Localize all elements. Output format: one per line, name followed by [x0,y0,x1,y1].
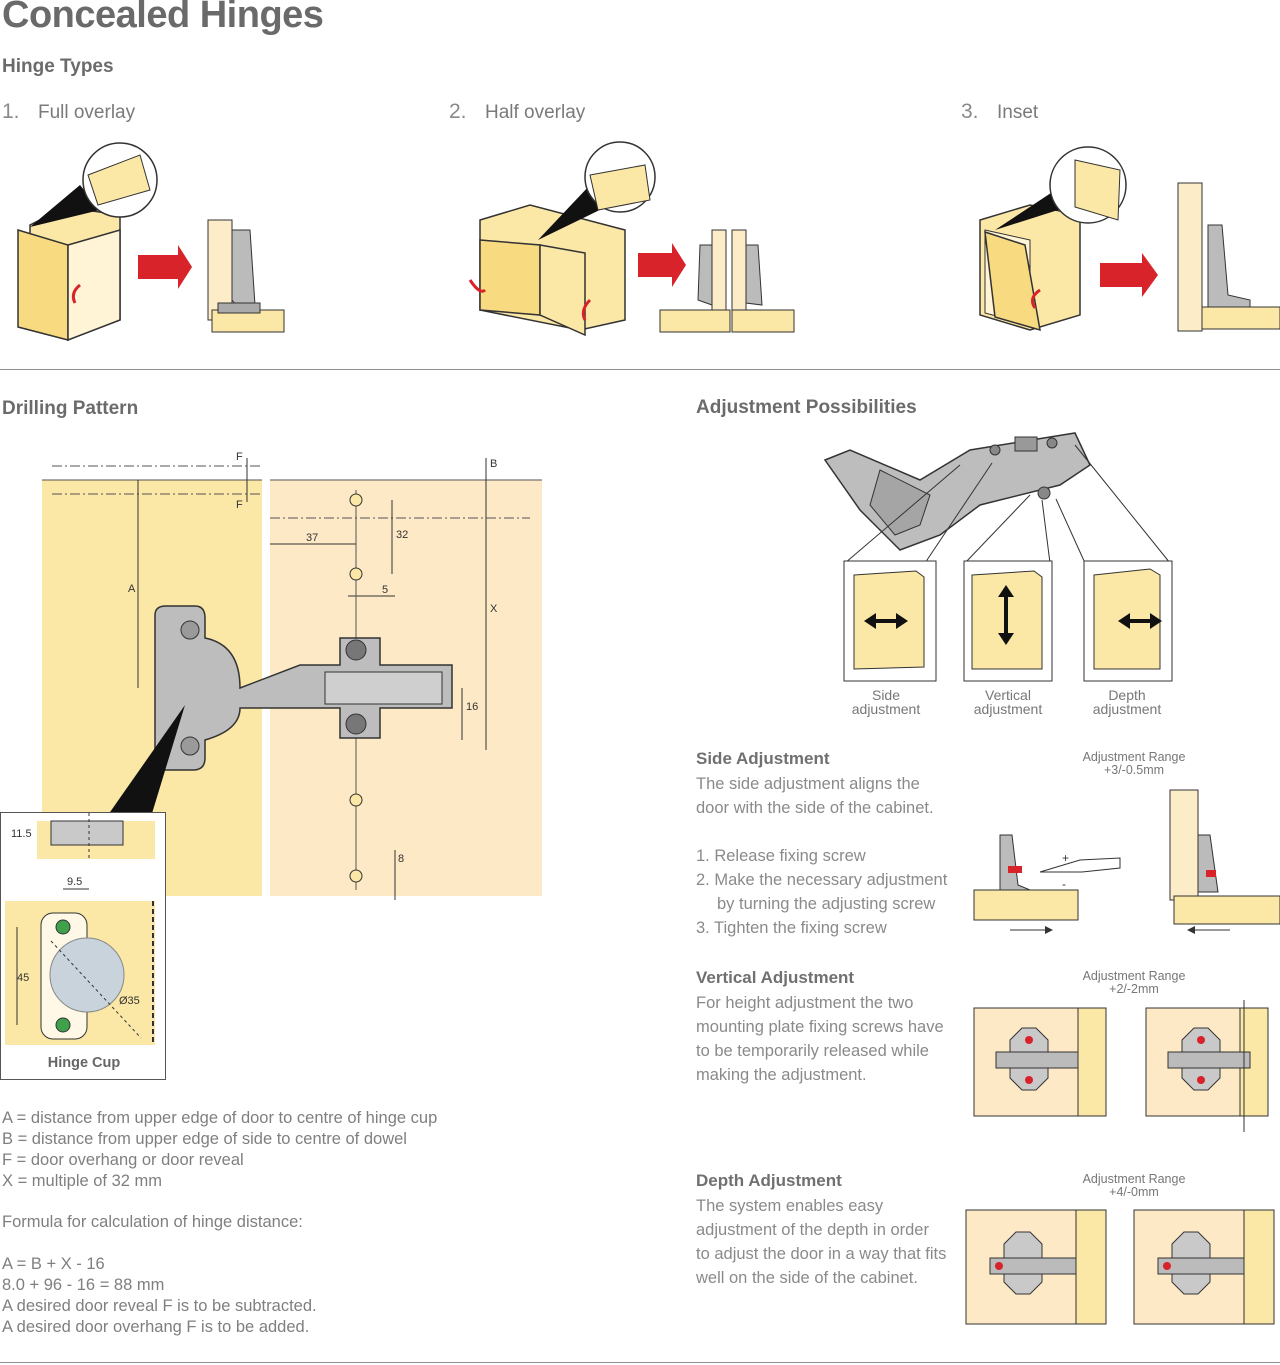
legend-line: F = door overhang or door reveal [2,1151,244,1169]
desc-line: to be temporarily released while [696,1042,929,1060]
side-adjustment-desc: The side adjustment aligns the door with… [696,772,976,820]
desc-line: The system enables easy [696,1197,884,1215]
hinge-type-number: 1. [2,100,20,123]
section-divider [0,369,1280,370]
formula: A = B + X - 16 8.0 + 96 - 16 = 88 mm A d… [2,1254,562,1338]
vertical-adjustment-diagram [973,1000,1269,1132]
step-line: 1. Release fixing screw [696,847,866,865]
desc-line: well on the side of the cabinet. [696,1269,918,1287]
desc-line: adjustment of the depth in order [696,1221,929,1239]
dim-9-5: 9.5 [67,876,82,888]
depth-adjustment-diagram [965,1209,1275,1325]
dim-diameter-35: Ø35 [119,995,140,1007]
legend-line: X = multiple of 32 mm [2,1172,163,1190]
hinge-type-inset: 3. Inset [961,100,1038,124]
step-line: by turning the adjusting screw [717,895,936,913]
desc-line: The side adjustment aligns the [696,775,920,793]
hinge-cup-detail: 11.5 9.5 45 Ø35 Hinge Cup [0,812,166,1080]
formula-line: A = B + X - 16 [2,1255,105,1273]
step-line: 3. Tighten the fixing screw [696,919,887,937]
depth-adjustment-heading: Depth Adjustment [696,1171,842,1190]
drilling-legend: A = distance from upper edge of door to … [2,1108,562,1192]
side-adjustment-steps: 1. Release fixing screw 2. Make the nece… [696,844,976,940]
vertical-adjustment-desc: For height adjustment the two mounting p… [696,991,976,1087]
caption-side: Side adjustment [836,688,936,716]
hinge-types-heading: Hinge Types [2,56,114,77]
screw-plus: + [1062,851,1069,865]
dim-37: 37 [306,532,318,544]
half-overlay-illustration [468,141,795,337]
caption-line: Depth [1108,687,1146,703]
range-label: Adjustment Range [1082,969,1186,983]
dim-a: A [128,583,136,595]
hinge-adjustment-diagram [823,432,1173,682]
bottom-divider [0,1362,1280,1363]
formula-line: 8.0 + 96 - 16 = 88 mm [2,1276,165,1294]
desc-line: to adjust the door in a way that fits [696,1245,947,1263]
step-line: 2. Make the necessary adjustment [696,871,948,889]
full-overlay-illustration [17,142,285,342]
side-adjustment-diagram: + - [973,789,1280,934]
hinge-type-label: Full overlay [37,102,136,123]
desc-line: door with the side of the cabinet. [696,799,934,817]
formula-line: A desired door reveal F is to be subtrac… [2,1297,317,1315]
screw-minus: - [1062,877,1066,891]
hinge-type-label: Inset [996,102,1039,123]
hinge-type-number: 2. [449,100,467,123]
range-label: Adjustment Range [1082,1172,1186,1186]
inset-illustration [979,146,1280,332]
dim-b: B [490,458,497,470]
caption-line: adjustment [1092,701,1162,717]
range-label: Adjustment Range [1082,750,1186,764]
hinge-cup-label: Hinge Cup [47,1055,121,1071]
legend-line: A = distance from upper edge of door to … [2,1109,438,1127]
dim-45: 45 [17,972,29,984]
desc-line: mounting plate fixing screws have [696,1018,944,1036]
dim-11-5: 11.5 [11,828,32,840]
desc-line: For height adjustment the two [696,994,914,1012]
range-value: +2/-2mm [1109,982,1159,996]
page-title: Concealed Hinges [2,0,324,36]
caption-line: adjustment [851,701,921,717]
desc-line: making the adjustment. [696,1066,867,1084]
dim-8: 8 [398,853,404,865]
legend-line: B = distance from upper edge of side to … [2,1130,407,1148]
range-value: +4/-0mm [1109,1185,1159,1199]
adjustment-heading: Adjustment Possibilities [696,397,917,418]
hinge-type-label: Half overlay [484,102,586,123]
dim-x: X [490,603,498,615]
dim-16: 16 [466,701,478,713]
dim-f-bottom: F [236,499,243,511]
side-adjustment-range: Adjustment Range +3/-0.5mm [1064,751,1204,777]
depth-adjustment-range: Adjustment Range +4/-0mm [1064,1173,1204,1199]
caption-line: Side [871,687,901,703]
caption-vertical: Vertical adjustment [958,688,1058,716]
caption-line: Vertical [985,687,1031,703]
dim-5: 5 [382,584,388,596]
vertical-adjustment-range: Adjustment Range +2/-2mm [1064,970,1204,996]
dim-f-top: F [236,451,243,463]
hinge-type-full-overlay: 1. Full overlay [2,100,135,124]
hinge-type-number: 3. [961,100,979,123]
side-adjustment-heading: Side Adjustment [696,749,830,768]
hinge-type-half-overlay: 2. Half overlay [449,100,585,124]
depth-adjustment-desc: The system enables easy adjustment of th… [696,1194,976,1290]
vertical-adjustment-heading: Vertical Adjustment [696,968,855,987]
caption-depth: Depth adjustment [1077,688,1177,716]
dim-32: 32 [396,529,408,541]
drilling-pattern-heading: Drilling Pattern [2,398,139,419]
range-value: +3/-0.5mm [1103,763,1165,777]
formula-intro: Formula for calculation of hinge distanc… [2,1213,303,1231]
hinge-cup-diagram: 11.5 9.5 45 Ø35 [5,813,155,1045]
formula-line: A desired door overhang F is to be added… [2,1318,310,1336]
caption-line: adjustment [973,701,1043,717]
